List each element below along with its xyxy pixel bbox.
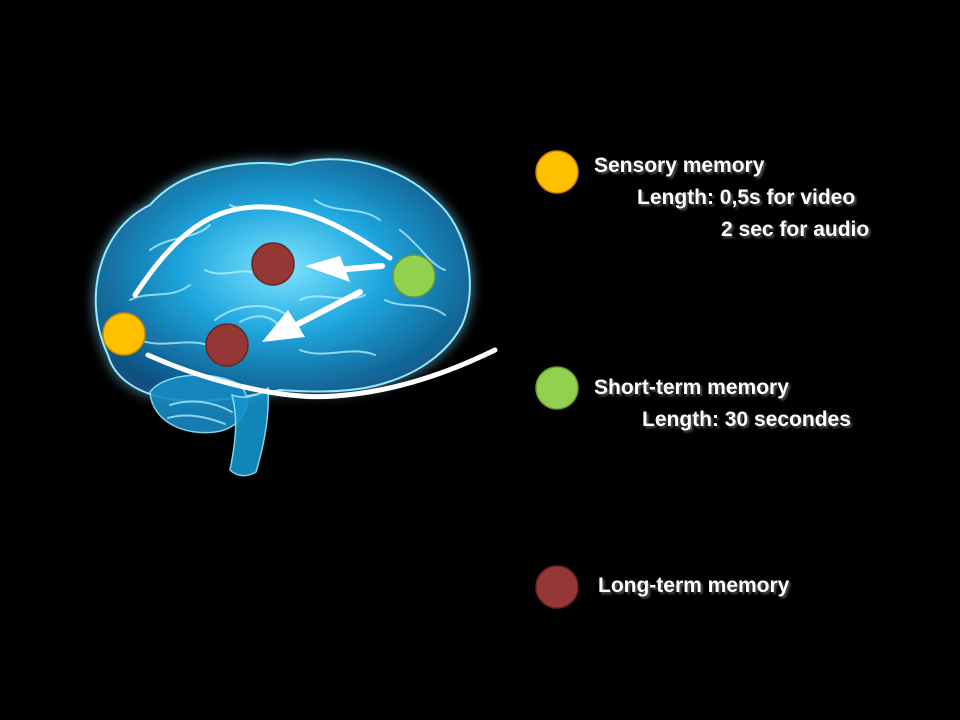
arrow-short-to-long-lower-head — [262, 310, 305, 342]
legend-dots — [535, 150, 579, 609]
upper-arc-line — [132, 204, 393, 298]
short-term-memory-title: Short-term memory — [594, 376, 789, 399]
flow-arrows — [262, 256, 385, 342]
legend-sensory-dot — [535, 150, 579, 194]
memory-markers — [102, 242, 436, 367]
sensory-memory-title: Sensory memory — [594, 154, 765, 177]
sensory-memory-marker — [102, 312, 146, 356]
sensory-memory-length-audio: 2 sec for audio — [721, 218, 870, 241]
legend-short-term-dot — [535, 366, 579, 410]
lower-sweep-line — [145, 347, 498, 400]
short-term-memory-marker — [392, 254, 436, 298]
sensory-memory-length-video: Length: 0,5s for video — [637, 186, 856, 209]
arrow-short-to-long-lower-shaft — [295, 289, 363, 327]
long-term-memory-title: Long-term memory — [598, 574, 790, 597]
brain-stem — [229, 386, 270, 477]
arrow-short-to-long-upper-head — [305, 256, 350, 282]
long-term-memory-marker-upper — [251, 242, 295, 286]
long-term-memory-marker-lower — [205, 323, 249, 367]
flow-lines — [132, 204, 498, 400]
legend-long-term-dot — [535, 565, 579, 609]
short-term-memory-length: Length: 30 secondes — [642, 408, 851, 431]
